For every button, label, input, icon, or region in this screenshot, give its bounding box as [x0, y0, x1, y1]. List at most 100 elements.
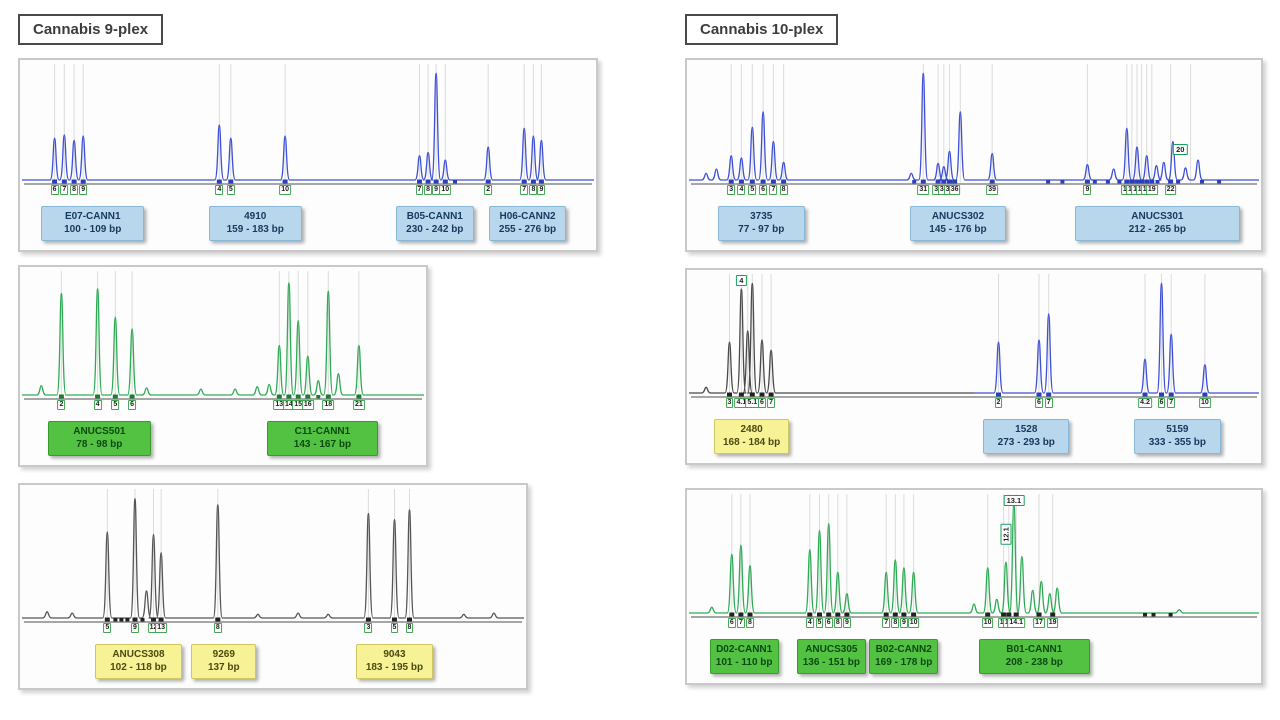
marker-name: C11-CANN1: [294, 426, 351, 437]
allele-tag: 9: [131, 623, 139, 633]
allele-tag: 5: [103, 623, 112, 633]
allele-tag: 10: [907, 618, 920, 628]
trace-plot: [689, 64, 1259, 185]
marker-bp-range: 100 - 109 bp: [64, 224, 122, 235]
bin-tick: [433, 179, 439, 184]
bin-tick: [407, 617, 412, 622]
allele-tag: 8: [424, 185, 433, 195]
allele-tag: 8: [746, 618, 754, 628]
allele-tag: 5: [815, 618, 824, 628]
bin-tick: [729, 612, 735, 617]
bin-tick: [316, 395, 321, 399]
trace-line: [22, 282, 424, 396]
allele-tag: 2: [484, 185, 493, 195]
figure-title-10plex: Cannabis 10-plex: [685, 14, 839, 45]
bin-tick: [113, 618, 118, 622]
bin-tick: [1176, 180, 1181, 184]
allele-tag: 19: [1046, 618, 1059, 628]
allele-tag: 9: [537, 185, 546, 195]
bin-tick: [985, 612, 991, 617]
bin-tick: [747, 612, 753, 617]
allele-tag: 8: [70, 185, 79, 195]
bin-tick: [151, 617, 156, 622]
marker-bp-range: 159 - 183 bp: [226, 224, 284, 235]
bin-tick: [749, 179, 755, 184]
bin-tick: [228, 179, 234, 184]
marker-bp-range: 102 - 118 bp: [110, 662, 167, 673]
bin-tick: [826, 612, 832, 617]
allele-tag: 6: [1035, 398, 1043, 408]
bin-tick: [58, 394, 64, 399]
bin-tick: [807, 612, 813, 617]
bin-tick: [1001, 612, 1007, 617]
bin-tick: [325, 394, 331, 399]
allele-tag: 6: [1157, 398, 1166, 408]
allele-tag: 14.1: [1007, 618, 1025, 628]
marker-bp-range: 230 - 242 bp: [406, 224, 464, 235]
bin-tick: [1149, 179, 1155, 184]
bin-tick: [52, 179, 58, 184]
bin-tick: [1046, 392, 1052, 397]
allele-tag: 7: [767, 398, 776, 408]
allele-tag: 10: [981, 618, 994, 628]
bin-tick: [1013, 612, 1019, 617]
bin-tick: [1060, 180, 1065, 184]
allele-tag: 5: [748, 185, 757, 195]
bin-tick: [1084, 179, 1090, 184]
bin-tick: [835, 612, 841, 617]
allele-tag: 8: [529, 185, 538, 195]
trace-plot: [689, 494, 1259, 618]
allele-tag: 9: [899, 618, 908, 628]
allele-tag: 6: [759, 185, 768, 195]
allele-tag: 7: [882, 618, 891, 628]
marker-name: D02-CANN1: [716, 644, 773, 655]
bin-tick: [129, 394, 135, 399]
allele-tag: 7: [415, 185, 424, 195]
bin-tick: [286, 394, 292, 399]
allele-tag: 3: [727, 185, 736, 195]
bin-tick: [1142, 392, 1148, 397]
bin-tick: [912, 180, 917, 184]
marker-bp-range: 143 - 167 bp: [293, 439, 352, 450]
marker-name: 1528: [1015, 424, 1038, 435]
allele-tag: 18: [322, 400, 335, 410]
trace-line: [22, 72, 594, 181]
allele-tag: 6: [727, 618, 736, 628]
bin-tick: [538, 179, 544, 184]
marker-name: 9043: [383, 649, 406, 660]
bin-tick: [1050, 612, 1056, 617]
allele-tag: 7: [60, 185, 69, 195]
bin-tick: [1117, 180, 1122, 184]
allele-tag: 9: [79, 185, 88, 195]
trace-line: [974, 282, 1259, 394]
bin-tick: [305, 394, 311, 399]
allele-tag: 36: [948, 185, 961, 195]
marker-name: E07-CANN1: [64, 211, 121, 222]
bin-tick: [1139, 179, 1145, 184]
bin-tick: [738, 612, 744, 617]
allele-tag: 4: [93, 400, 102, 410]
bin-tick: [1200, 180, 1204, 184]
bin-tick: [728, 179, 734, 184]
allele-tag: 7: [769, 185, 778, 195]
bin-tick: [119, 618, 124, 622]
allele-tag: 4: [737, 185, 746, 195]
bin-tick: [920, 179, 926, 184]
trace-line: [689, 72, 1259, 181]
allele-call-tag: 4: [736, 275, 747, 287]
allele-tag: 10: [439, 185, 452, 195]
allele-tag: 6: [50, 185, 59, 195]
bin-tick: [892, 612, 898, 617]
trace-plot: [689, 274, 1259, 398]
marker-bp-range: 169 - 178 bp: [875, 657, 933, 668]
allele-tag: 9: [842, 618, 851, 628]
bin-tick: [356, 394, 362, 399]
marker-name: B02-CANN2: [875, 644, 932, 655]
allele-tag: 6: [758, 398, 766, 408]
bin-tick: [282, 179, 288, 184]
